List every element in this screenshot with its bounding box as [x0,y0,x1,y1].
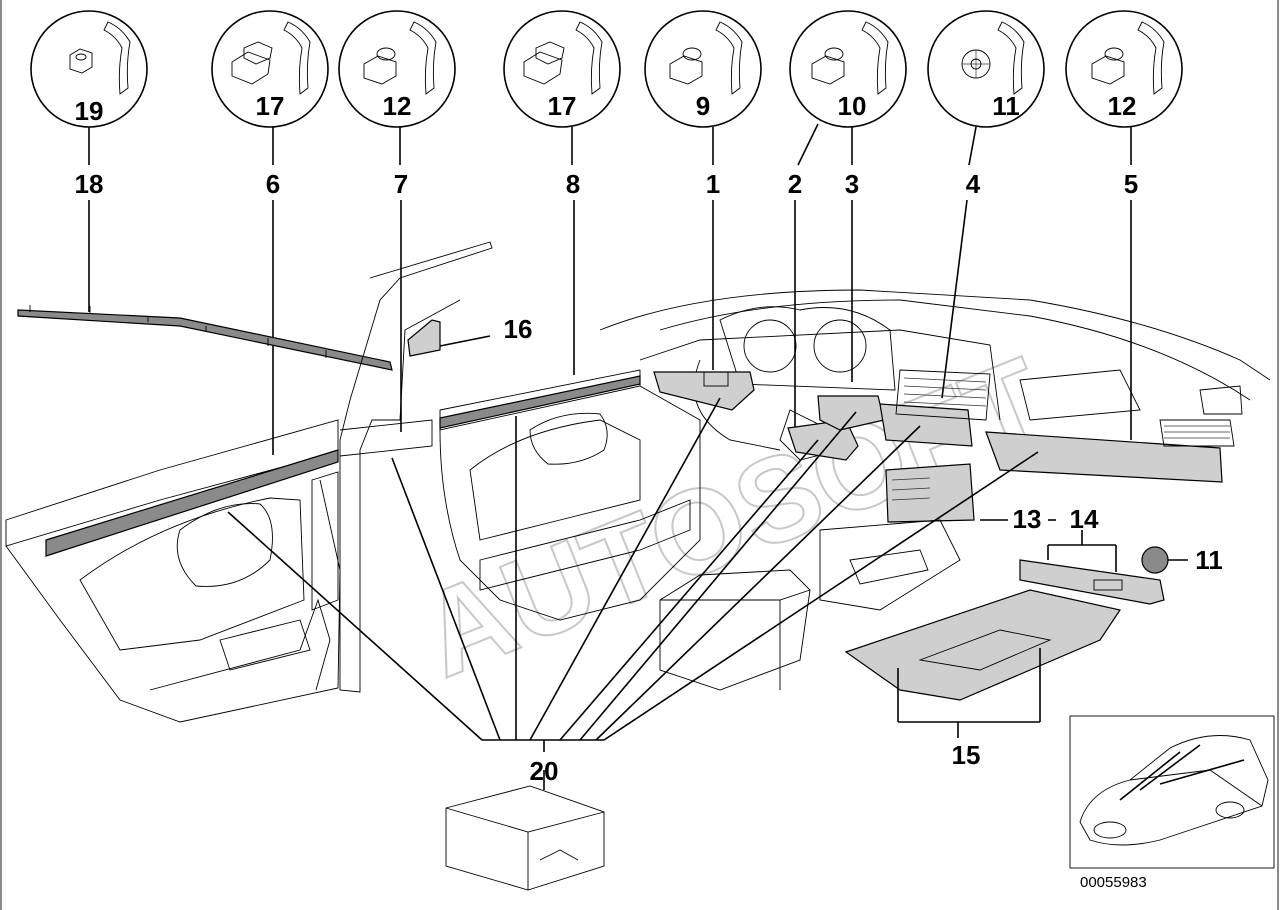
label-15: 15 [952,740,981,770]
label-8: 8 [566,169,580,199]
part-11-grommet [1141,546,1169,574]
callout-12b[interactable]: 12 [1065,10,1183,128]
leader-lines [88,199,1132,455]
label-5: 5 [1124,169,1138,199]
part-14-trim [1019,559,1165,605]
connector-lines [88,123,1132,166]
part-13-vent [885,463,975,523]
label-20: 20 [530,756,559,786]
part-16-cover [407,319,441,357]
callout-17b[interactable]: 17 [503,10,621,128]
callout-label: 10 [838,91,867,121]
label-7: 7 [394,169,408,199]
label-18: 18 [75,169,104,199]
part-20-box [445,785,605,891]
callout-circles: 19 17 12 17 [30,10,1183,128]
callout-12a[interactable]: 12 [338,10,456,128]
label-13: 13 [1013,504,1042,534]
label-4: 4 [966,169,981,199]
callout-label: 12 [383,91,412,121]
callout-17a[interactable]: 17 [211,10,329,128]
lower-leader-lines [227,397,1117,790]
callout-9[interactable]: 9 [644,10,762,128]
part-3-trim [817,395,885,431]
callout-label: 17 [548,91,577,121]
front-door-trim-strip [439,375,641,429]
part-1-trim [653,371,755,411]
inset-car-view [1069,715,1275,869]
callout-11[interactable]: 11 [927,10,1045,128]
callout-label: 12 [1108,91,1137,121]
part-4-trim [879,403,973,447]
label-2: 2 [788,169,802,199]
document-number: 00055983 [1080,874,1147,891]
label-3: 3 [845,169,859,199]
rear-door-trim-strip [45,449,339,557]
label-16: 16 [504,314,533,344]
label-11: 11 [1195,545,1223,575]
label-1: 1 [706,169,720,199]
part-5-trim [985,431,1223,483]
part-15-tray [844,589,1121,701]
callout-label: 11 [992,91,1020,121]
callout-label: 9 [696,91,710,121]
roof-trim-strip [17,309,393,371]
callout-10[interactable]: 10 [789,10,907,128]
callout-label: 19 [75,96,104,126]
callout-19[interactable]: 19 [30,10,148,128]
callout-label: 17 [256,91,285,121]
label-6: 6 [266,169,280,199]
interior-illustration: 16 [5,241,1271,891]
label-14: 14 [1070,504,1099,534]
